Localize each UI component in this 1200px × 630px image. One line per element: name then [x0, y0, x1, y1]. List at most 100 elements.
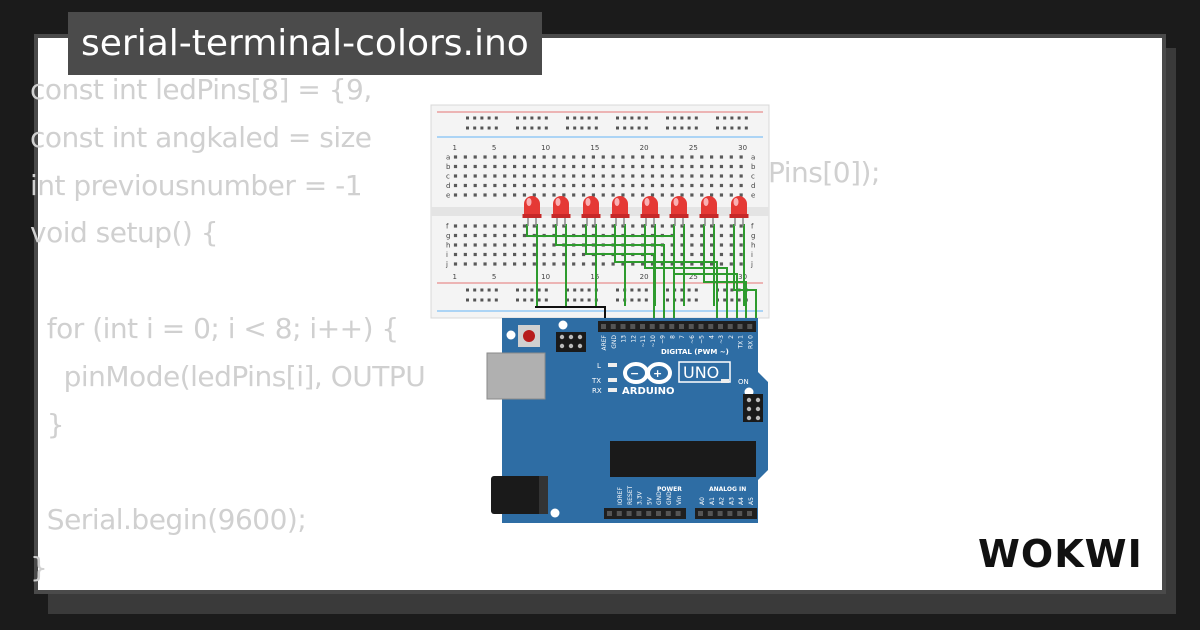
code-line: int previousnumber = -1: [30, 168, 363, 202]
row-label: f: [446, 223, 449, 231]
row-label: b: [446, 163, 451, 171]
row-label: i: [751, 251, 753, 259]
row-label: c: [446, 173, 450, 181]
column-label: 15: [590, 144, 599, 152]
power-pin-label: Vin: [676, 495, 683, 505]
digital-pin-label: ~9: [660, 335, 667, 344]
code-line: pinMode(ledPins[i], OUTPU: [30, 359, 426, 393]
digital-pin-label: ~11: [640, 335, 647, 348]
analog-pin-label: A1: [709, 497, 716, 505]
power-pin-label: 5V: [646, 496, 653, 505]
led[interactable]: [640, 196, 660, 226]
on-led: [721, 379, 729, 383]
column-label: 25: [689, 144, 698, 152]
row-label: b: [751, 163, 756, 171]
brand-label: ARDUINO: [622, 386, 674, 397]
row-label: a: [751, 154, 755, 162]
column-label: 1: [453, 273, 457, 281]
power-pin-label: IOREF: [617, 487, 624, 505]
jumper-wire: [614, 224, 718, 326]
led[interactable]: [610, 196, 630, 226]
column-label: 30: [738, 273, 747, 281]
digital-pin-label: 12: [630, 335, 637, 343]
digital-pin-label: RX 0: [747, 335, 754, 349]
jumper-wire: [673, 224, 738, 326]
atmega-chip: [610, 441, 756, 477]
jumper-wire: [703, 224, 747, 326]
led[interactable]: [729, 196, 749, 226]
led-group: [522, 196, 749, 226]
digital-pin-label: AREF: [601, 334, 608, 350]
digital-pin-label: 13: [621, 335, 628, 343]
column-label: 10: [541, 273, 550, 281]
power-pin-label: RESET: [627, 485, 634, 505]
led[interactable]: [551, 196, 571, 226]
power-pin-label: 3.3V: [637, 490, 644, 505]
on-label: ON: [738, 378, 749, 386]
row-label: d: [446, 182, 450, 190]
column-label: 30: [738, 144, 747, 152]
wokwi-logo: WOKWI: [978, 532, 1142, 575]
arduino-logo: [623, 362, 672, 384]
jumper-wire: [555, 224, 665, 326]
column-label: 5: [492, 273, 496, 281]
led[interactable]: [699, 196, 719, 226]
code-line: const int angkaled = size: [30, 120, 372, 154]
code-line: void setup() {: [30, 216, 219, 250]
uno-badge: [678, 361, 731, 383]
column-label: 15: [590, 273, 599, 281]
row-label: i: [446, 251, 448, 259]
tx-led: [608, 378, 617, 382]
code-line: const int ledPins[8] = {9,: [30, 73, 372, 106]
row-label: h: [446, 242, 450, 250]
led[interactable]: [581, 196, 601, 226]
tx-label: TX: [591, 377, 601, 385]
column-label: 20: [640, 273, 649, 281]
power-jack: [491, 476, 547, 514]
analog-pin-label: A2: [719, 497, 726, 505]
analog-pin-label: A5: [748, 497, 755, 505]
digital-pin-label: 4: [708, 335, 715, 339]
digital-pin-label: 7: [679, 335, 686, 339]
column-label: 1: [453, 144, 457, 152]
digital-label: DIGITAL (PWM ~): [661, 348, 729, 356]
code-line: }: [30, 407, 65, 441]
rx-led: [608, 388, 617, 392]
code-line-fragment: Pins[0]);: [768, 156, 880, 189]
svg-text:+: +: [653, 367, 662, 380]
digital-pin-label: 8: [669, 335, 676, 339]
digital-pin-label: ~10: [650, 335, 657, 348]
led[interactable]: [669, 196, 689, 226]
digital-pin-label: ~5: [699, 335, 706, 344]
jumper-wires: [526, 224, 757, 326]
analog-pin-label: A0: [699, 497, 706, 505]
digital-pin-label: ~3: [718, 335, 725, 344]
l-led: [608, 363, 617, 367]
rx-label: RX: [592, 387, 602, 395]
power-pin-label: GND: [656, 491, 663, 505]
row-label: f: [751, 223, 754, 231]
project-filename: serial-terminal-colors.ino: [68, 12, 542, 75]
code-line: for (int i = 0; i < 8; i++) {: [30, 311, 399, 345]
power-header: [604, 508, 686, 519]
digital-pin-label: GND: [611, 335, 618, 349]
digital-pin-label: 2: [728, 335, 735, 339]
digital-pin-label: TX 1: [738, 335, 745, 350]
row-label: h: [751, 242, 755, 250]
l-label: L: [597, 362, 601, 370]
digital-header: [598, 321, 756, 332]
jumper-wire: [644, 224, 728, 326]
jumper-wire: [526, 224, 675, 326]
row-label: e: [751, 192, 755, 200]
code-preview: const int ledPins[8] = {9, const int angk…: [30, 66, 426, 592]
row-label: g: [446, 232, 450, 240]
power-label: POWER: [657, 486, 682, 493]
usb-port: [486, 352, 546, 400]
column-label: 20: [640, 144, 649, 152]
row-label: c: [751, 173, 755, 181]
row-label: j: [750, 261, 753, 269]
column-label: 25: [689, 273, 698, 281]
led[interactable]: [522, 196, 542, 226]
